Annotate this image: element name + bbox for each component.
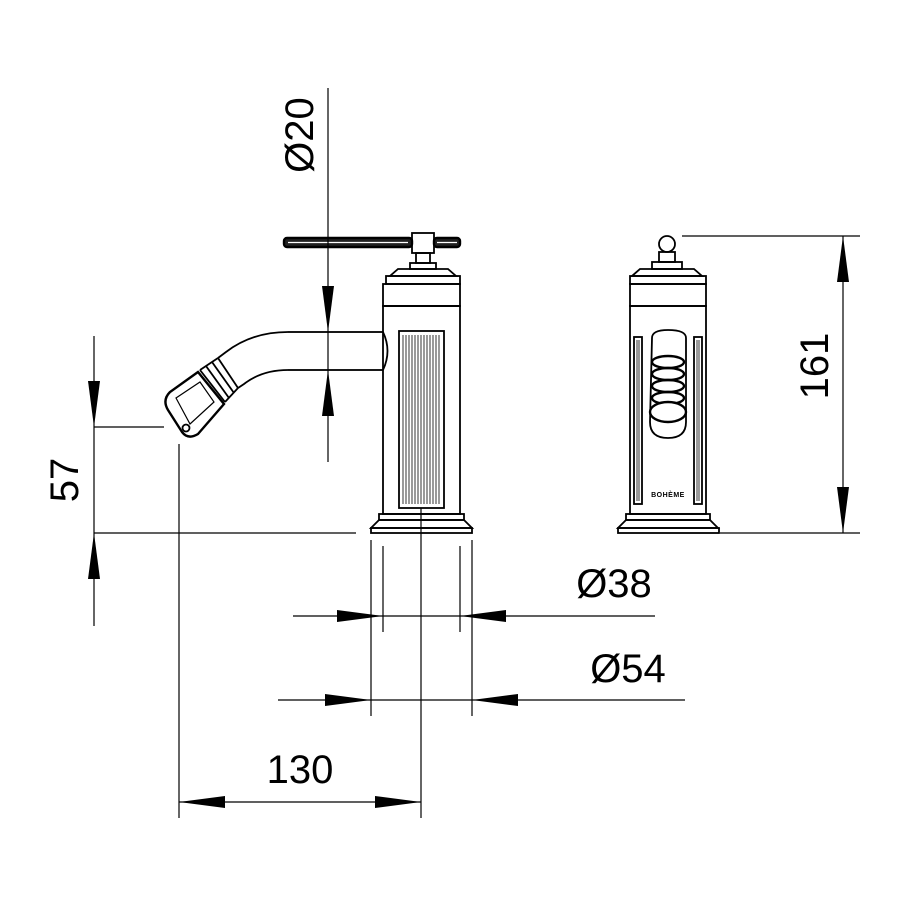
front-view-faucet: BOHÈME (615, 235, 721, 534)
spout-reach-label: 130 (267, 748, 334, 792)
handle-knob (658, 235, 676, 253)
brand-label: BOHÈME (651, 490, 685, 499)
side-flutes (636, 340, 700, 501)
cartridge-cap (385, 252, 461, 285)
handle-diameter-label: Ø20 (278, 97, 322, 173)
fluted-panel (402, 335, 440, 504)
dimension-spout-reach: 130 (178, 444, 422, 818)
base-diameter-label: Ø54 (590, 647, 666, 691)
spout (164, 331, 389, 438)
faucet-body (382, 283, 461, 515)
dimension-handle-diameter: Ø20 (278, 88, 383, 462)
side-view-faucet (164, 232, 475, 534)
spout-height-label: 57 (43, 458, 87, 503)
lever-handle (282, 232, 462, 254)
dimension-total-height: 161 (682, 235, 860, 534)
total-height-label: 161 (793, 333, 837, 400)
body-diameter-label: Ø38 (576, 562, 652, 606)
lever-front (649, 329, 687, 439)
dimension-body-diameter: Ø38 (293, 546, 655, 632)
dimension-base-diameter: Ø54 (278, 540, 685, 716)
dimension-spout-height: 57 (43, 336, 356, 626)
